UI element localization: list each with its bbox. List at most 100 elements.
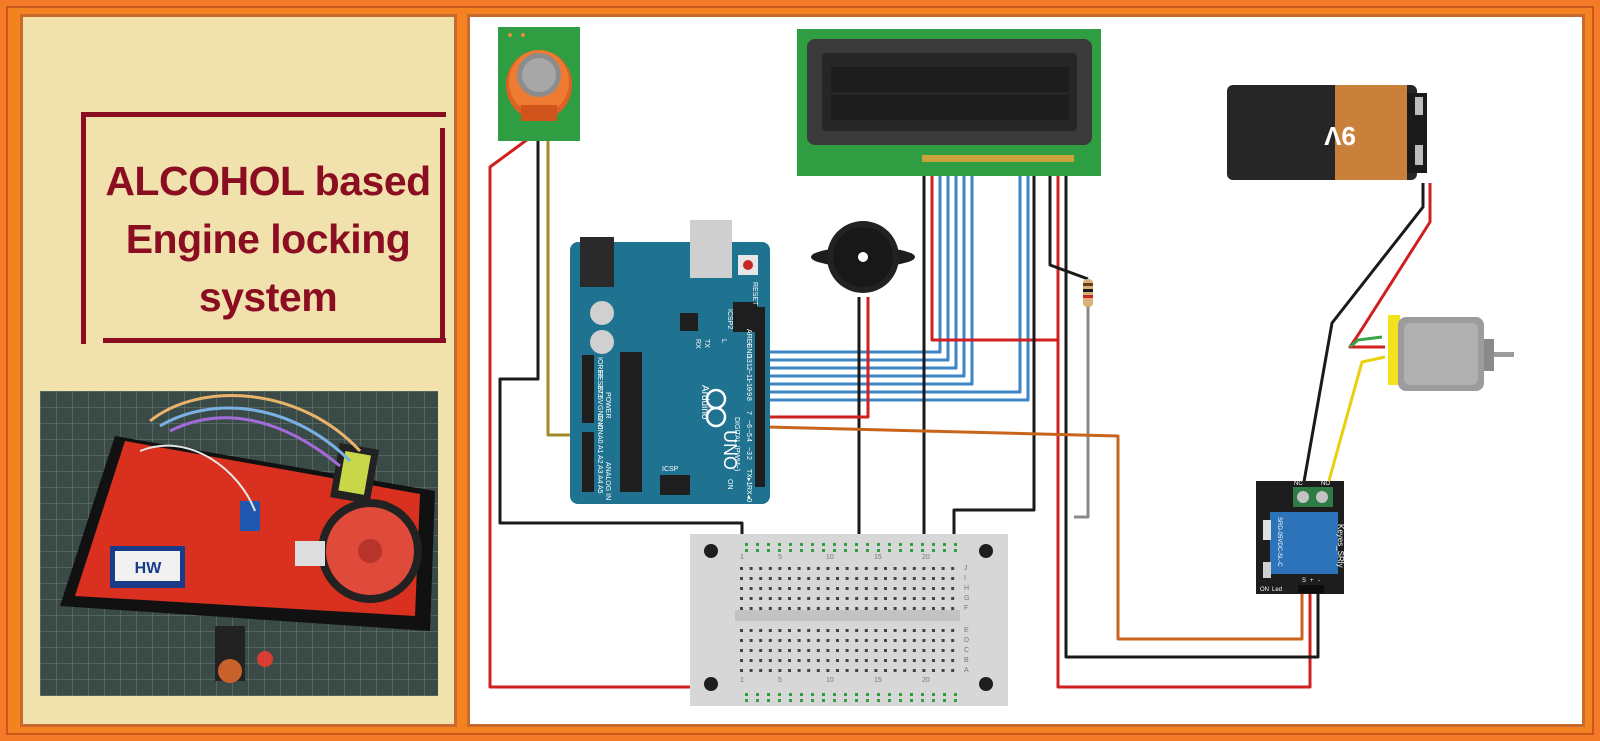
breadboard-hole (951, 607, 955, 610)
breadboard-hole (932, 659, 935, 662)
breadboard-hole (922, 649, 926, 652)
arduino-labels: RESET ICSP2 TX RX L AREF GND 13 12 ~11 ~… (596, 282, 758, 502)
breadboard-hole (912, 649, 916, 652)
breadboard-hole (836, 629, 839, 632)
bb-row-d: D (964, 637, 969, 644)
label-gnd1: GND (596, 405, 603, 421)
breadboard-rail-hole (800, 699, 803, 702)
breadboard-rail-hole (899, 549, 902, 552)
breadboard-hole (797, 629, 801, 632)
breadboard-rail-hole (877, 693, 880, 696)
breadboard-hole (778, 659, 782, 662)
breadboard-hole (836, 597, 839, 600)
label-d5: ~5 (745, 429, 752, 437)
breadboard-hole (932, 587, 935, 590)
breadboard-hole (951, 659, 955, 662)
breadboard-rail-hole (844, 549, 847, 552)
label-l: L (720, 339, 727, 343)
label-d8: 8 (745, 397, 752, 401)
bb-row-i: I (964, 575, 966, 582)
breadboard-rail-hole (866, 549, 869, 552)
breadboard-hole (941, 649, 945, 652)
breadboard-hole (807, 607, 811, 610)
breadboard-hole (884, 669, 887, 672)
label-d4: 4 (745, 438, 752, 442)
breadboard-rail-hole (833, 699, 836, 702)
label-icsp: ICSP (662, 466, 679, 473)
breadboard-hole (788, 597, 791, 600)
breadboard-hole (864, 629, 868, 632)
page-title: ALCOHOL based Engine locking system (98, 152, 438, 326)
label-arduino: Arduino (699, 385, 710, 420)
breadboard-hole (845, 587, 849, 590)
breadboard-hole (941, 639, 945, 642)
breadboard-hole (807, 649, 811, 652)
breadboard-rail-hole (899, 699, 902, 702)
breadboard-hole (941, 577, 945, 580)
bb-row-c: C (964, 647, 969, 654)
breadboard-hole (893, 629, 897, 632)
breadboard-hole (759, 669, 763, 672)
dc-motor-icon (1388, 315, 1514, 391)
bb-col-5: 5 (778, 554, 782, 561)
breadboard-rail-hole (954, 549, 957, 552)
breadboard-hole (893, 577, 897, 580)
breadboard-rail-hole (767, 699, 770, 702)
breadboard-hole (807, 587, 811, 590)
label-digital: DIGITAL (PWM~) (733, 417, 740, 471)
breadboard-hole (874, 639, 878, 642)
wire-lcd-gnd-2 (952, 157, 1036, 542)
title-line-1: ALCOHOL based (105, 158, 431, 204)
breadboard-hole (807, 659, 811, 662)
breadboard-hole (759, 659, 763, 662)
breadboard-rail-hole (866, 699, 869, 702)
breadboard-hole (893, 649, 897, 652)
breadboard-hole (740, 597, 743, 600)
wire-motor (1323, 355, 1386, 496)
breadboard-hole (941, 587, 945, 590)
breadboard-rail-hole (899, 693, 902, 696)
breadboard-rail-hole (778, 543, 781, 546)
wire-lcd-backlight-vcc (1056, 157, 1312, 689)
breadboard-hole (826, 577, 830, 580)
resistor-icon (1083, 279, 1093, 307)
breadboard-rail-hole (855, 693, 858, 696)
breadboard-hole (836, 669, 839, 672)
breadboard-hole (797, 649, 801, 652)
title-line-3: system (198, 274, 338, 320)
prototype-photo: HW (40, 391, 438, 696)
breadboard-rail-hole (745, 549, 748, 552)
breadboard-hole (941, 629, 945, 632)
breadboard-hole (874, 607, 878, 610)
breadboard-hole (932, 649, 935, 652)
photo-battery-label: HW (135, 560, 163, 577)
label-uno: UNO (720, 430, 740, 470)
bb-col-15-bottom: 15 (874, 677, 882, 684)
breadboard-rail-hole (833, 543, 836, 546)
breadboard-rail-hole (888, 693, 891, 696)
breadboard-rail-hole (855, 699, 858, 702)
breadboard-hole (951, 639, 955, 642)
breadboard-hole (816, 649, 820, 652)
breadboard-hole (759, 639, 763, 642)
breadboard-hole (912, 587, 916, 590)
breadboard-hole (864, 597, 868, 600)
breadboard-hole (903, 649, 907, 652)
breadboard-hole (884, 639, 887, 642)
breadboard-hole-grid (740, 543, 957, 702)
breadboard-hole (836, 639, 839, 642)
label-d9: ~9 (745, 388, 752, 396)
breadboard-hole (759, 597, 763, 600)
label-d11: ~11 (745, 370, 752, 381)
breadboard-hole (826, 659, 830, 662)
breadboard-hole (893, 639, 897, 642)
bb-row-j: J (964, 565, 968, 572)
breadboard-hole (826, 639, 830, 642)
breadboard-rail-hole (767, 693, 770, 696)
breadboard-hole (922, 669, 926, 672)
bb-row-f: F (964, 605, 968, 612)
breadboard-hole (864, 669, 868, 672)
battery-icon: 9V (1227, 85, 1427, 180)
breadboard-rail-hole (756, 543, 759, 546)
breadboard-hole (749, 607, 753, 610)
